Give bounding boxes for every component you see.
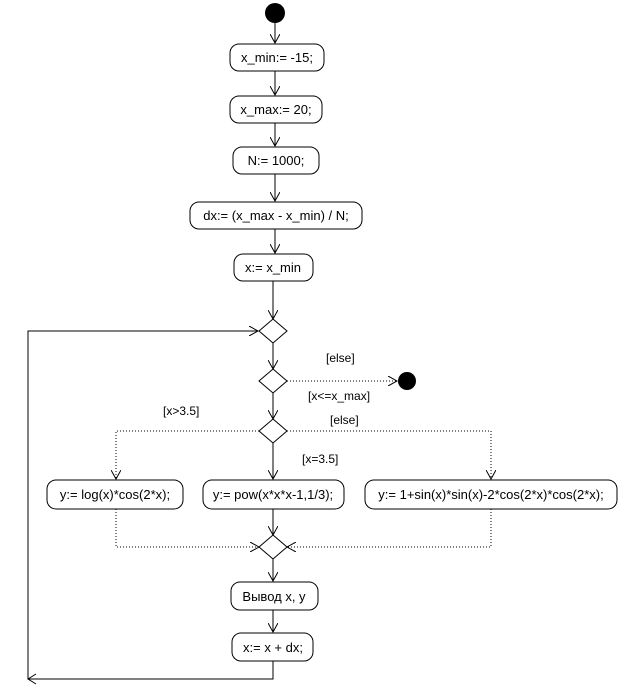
node-dx (189, 201, 363, 230)
node-n (232, 146, 320, 175)
guard-else-branch: [else] (330, 413, 359, 427)
node-ysin-label: y:= 1+sin(x)*sin(x)-2*cos(2*x)*cos(2*x); (378, 487, 603, 502)
flow-join-left (115, 509, 259, 547)
flow-join-right (287, 509, 492, 547)
flow-loop-back-up (27, 331, 258, 679)
flow-branch-left (116, 430, 259, 479)
end-node (398, 372, 416, 390)
flow-branch-right (287, 430, 491, 479)
node-dx-label: dx:= (x_max - x_min) / N; (203, 208, 349, 223)
node-output-label: Вывод x, y (242, 589, 306, 604)
node-xmin-label: x_min:= -15; (241, 50, 313, 65)
node-ypow-label: y:= pow(x*x*x-1,1/3); (213, 487, 333, 502)
node-ylog-label: y:= log(x)*cos(2*x); (60, 487, 170, 502)
node-ylog (46, 479, 184, 510)
branch-merge-diamond (258, 534, 288, 560)
node-xinit-label: x:= x_min (245, 260, 301, 275)
branch-decision-diamond (258, 418, 288, 444)
node-xmax-label: x_max:= 20; (240, 102, 311, 117)
node-n-label: N:= 1000; (248, 153, 305, 168)
guard-eq: [x=3.5] (302, 452, 338, 466)
guard-gt: [x>3.5] (163, 404, 199, 418)
guard-else-exit: [else] (326, 351, 355, 365)
guard-loop-cond: [x<=x_max] (308, 389, 370, 403)
node-xinc-label: x:= x + dx; (243, 640, 303, 655)
loop-decision-diamond (258, 368, 288, 394)
node-xmin (229, 43, 325, 72)
start-node (265, 3, 285, 23)
flow-loop-back-bottom (28, 661, 274, 680)
loop-merge-diamond (258, 318, 288, 344)
node-output (230, 581, 319, 611)
node-xmax (229, 95, 323, 124)
